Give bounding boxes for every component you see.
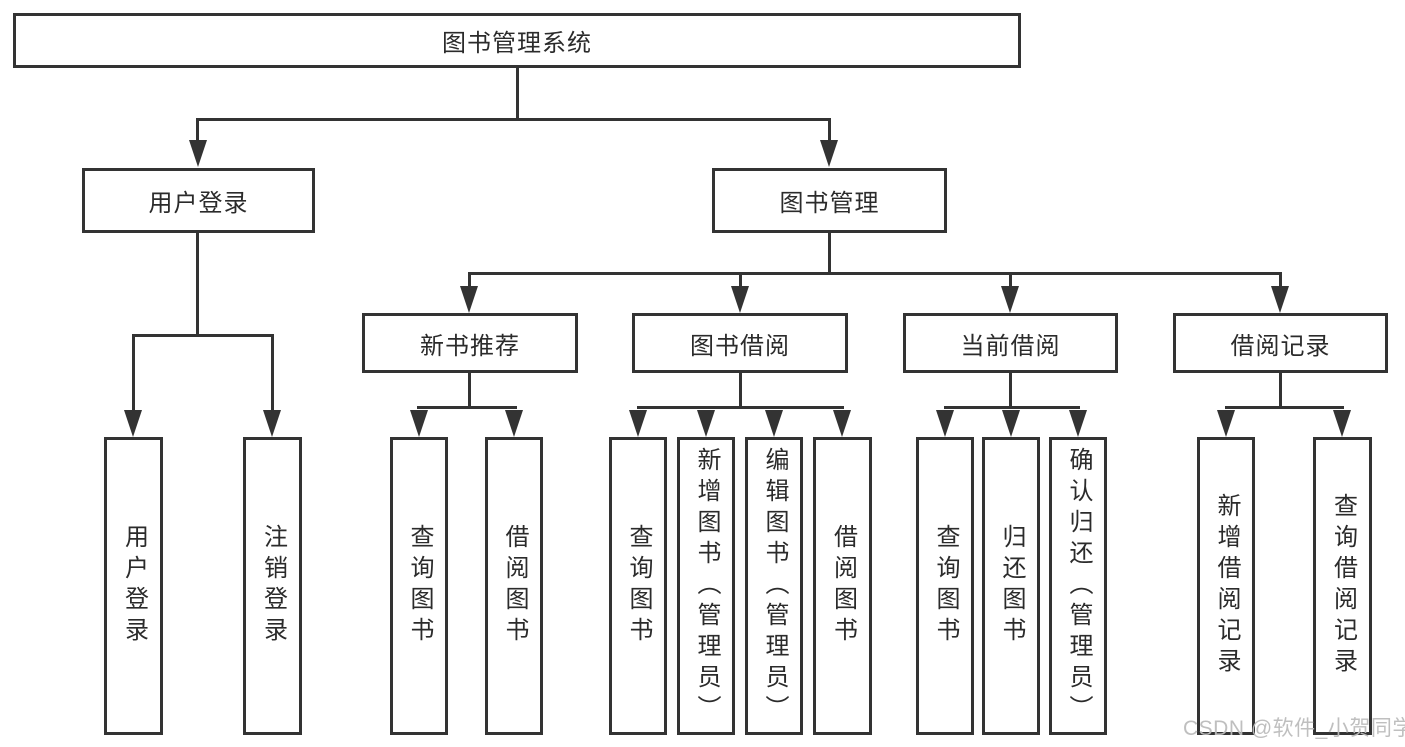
node-leaf-add-borrow-record: 新增借阅记录 xyxy=(1197,437,1255,735)
arrowhead-book-borrow xyxy=(731,286,749,313)
connector-drop-book-management xyxy=(828,118,831,142)
connector-drop-leaf-user-login xyxy=(132,334,135,412)
node-leaf-logout: 注销登录 xyxy=(243,437,302,735)
arrowhead-borrow-books-2 xyxy=(833,410,851,437)
connector-stem-new-book-recommend xyxy=(468,371,471,408)
arrowhead-user-login xyxy=(189,140,207,167)
node-leaf-add-book-admin: 新增图书（管理员） xyxy=(677,437,735,735)
node-leaf-query-books-1-label: 查询图书 xyxy=(406,524,433,648)
connector-drop-borrow-records xyxy=(1279,272,1282,288)
node-leaf-query-books-3-label: 查询图书 xyxy=(932,524,959,648)
connector-drop-new-book-recommend xyxy=(468,272,471,288)
node-leaf-logout-label: 注销登录 xyxy=(259,524,287,648)
arrowhead-query-books-2 xyxy=(629,410,647,437)
connector-stem-user-login xyxy=(196,233,199,337)
connector-drop-current-borrow xyxy=(1009,272,1012,288)
node-leaf-query-borrow-record-label: 查询借阅记录 xyxy=(1329,493,1357,679)
csdn-watermark: CSDN @软件_小贺同学 xyxy=(1183,717,1405,740)
node-book-management-label: 图书管理 xyxy=(779,190,880,217)
arrowhead-leaf-logout xyxy=(263,410,281,437)
connector-bar-user-login xyxy=(132,334,274,337)
connector-stem-current-borrow xyxy=(1009,371,1012,408)
node-library-system: 图书管理系统 xyxy=(13,13,1021,68)
arrowhead-add-borrow-record xyxy=(1217,410,1235,437)
node-leaf-add-borrow-record-label: 新增借阅记录 xyxy=(1213,493,1240,679)
node-library-system-label: 图书管理系统 xyxy=(442,30,592,57)
connector-bar-new-book-recommend xyxy=(417,406,517,409)
connector-bar-root xyxy=(196,118,831,121)
connector-stem-book-borrow xyxy=(739,371,742,408)
node-leaf-borrow-books-2: 借阅图书 xyxy=(813,437,872,735)
node-leaf-user-login: 用户登录 xyxy=(104,437,163,735)
node-book-borrow-label: 图书借阅 xyxy=(690,332,790,360)
arrowhead-query-borrow-record xyxy=(1333,410,1351,437)
node-leaf-query-books-2-label: 查询图书 xyxy=(625,524,652,648)
connector-bar-book-management xyxy=(468,272,1282,275)
arrowhead-current-borrow xyxy=(1001,286,1019,313)
arrowhead-new-book-recommend xyxy=(460,286,478,313)
node-leaf-query-books-1: 查询图书 xyxy=(390,437,448,735)
node-user-login-label: 用户登录 xyxy=(148,190,249,217)
node-borrow-records: 借阅记录 xyxy=(1173,313,1388,373)
node-current-borrow: 当前借阅 xyxy=(903,313,1118,373)
node-borrow-records-label: 借阅记录 xyxy=(1230,332,1331,360)
connector-stem-borrow-records xyxy=(1279,371,1282,408)
arrowhead-borrow-records xyxy=(1271,286,1289,313)
node-leaf-return-book: 归还图书 xyxy=(982,437,1040,735)
node-leaf-borrow-books-2-label: 借阅图书 xyxy=(829,524,857,648)
node-leaf-confirm-return-admin-label: 确认归还（管理员） xyxy=(1065,446,1092,726)
node-leaf-borrow-books-1: 借阅图书 xyxy=(485,437,543,735)
connector-stem-book-management xyxy=(828,233,831,275)
connector-stem-root xyxy=(516,68,519,121)
arrowhead-return-book xyxy=(1002,410,1020,437)
node-current-borrow-label: 当前借阅 xyxy=(960,332,1061,360)
node-leaf-confirm-return-admin: 确认归还（管理员） xyxy=(1049,437,1107,735)
node-leaf-return-book-label: 归还图书 xyxy=(998,524,1025,648)
connector-bar-book-borrow xyxy=(637,406,844,409)
node-new-book-recommend-label: 新书推荐 xyxy=(420,332,520,360)
connector-drop-book-borrow xyxy=(739,272,742,288)
arrowhead-add-book-admin xyxy=(697,410,715,437)
connector-bar-current-borrow xyxy=(944,406,1080,409)
node-leaf-query-books-3: 查询图书 xyxy=(916,437,974,735)
node-leaf-edit-book-admin-label: 编辑图书（管理员） xyxy=(761,446,788,726)
arrowhead-borrow-books-1 xyxy=(505,410,523,437)
connector-drop-leaf-logout xyxy=(271,334,274,412)
arrowhead-query-books-3 xyxy=(936,410,954,437)
arrowhead-query-books-1 xyxy=(410,410,428,437)
node-book-borrow: 图书借阅 xyxy=(632,313,848,373)
node-leaf-query-books-2: 查询图书 xyxy=(609,437,667,735)
node-book-management: 图书管理 xyxy=(712,168,947,233)
node-user-login: 用户登录 xyxy=(82,168,315,233)
arrowhead-confirm-return-admin xyxy=(1069,410,1087,437)
node-leaf-query-borrow-record: 查询借阅记录 xyxy=(1313,437,1372,735)
arrowhead-leaf-user-login xyxy=(124,410,142,437)
arrowhead-edit-book-admin xyxy=(765,410,783,437)
connector-drop-user-login xyxy=(196,118,199,142)
node-new-book-recommend: 新书推荐 xyxy=(362,313,578,373)
connector-bar-borrow-records xyxy=(1225,406,1344,409)
node-leaf-add-book-admin-label: 新增图书（管理员） xyxy=(693,446,720,726)
node-leaf-borrow-books-1-label: 借阅图书 xyxy=(501,524,528,648)
node-leaf-edit-book-admin: 编辑图书（管理员） xyxy=(745,437,803,735)
node-leaf-user-login-label: 用户登录 xyxy=(120,524,148,648)
arrowhead-book-management xyxy=(820,140,838,167)
